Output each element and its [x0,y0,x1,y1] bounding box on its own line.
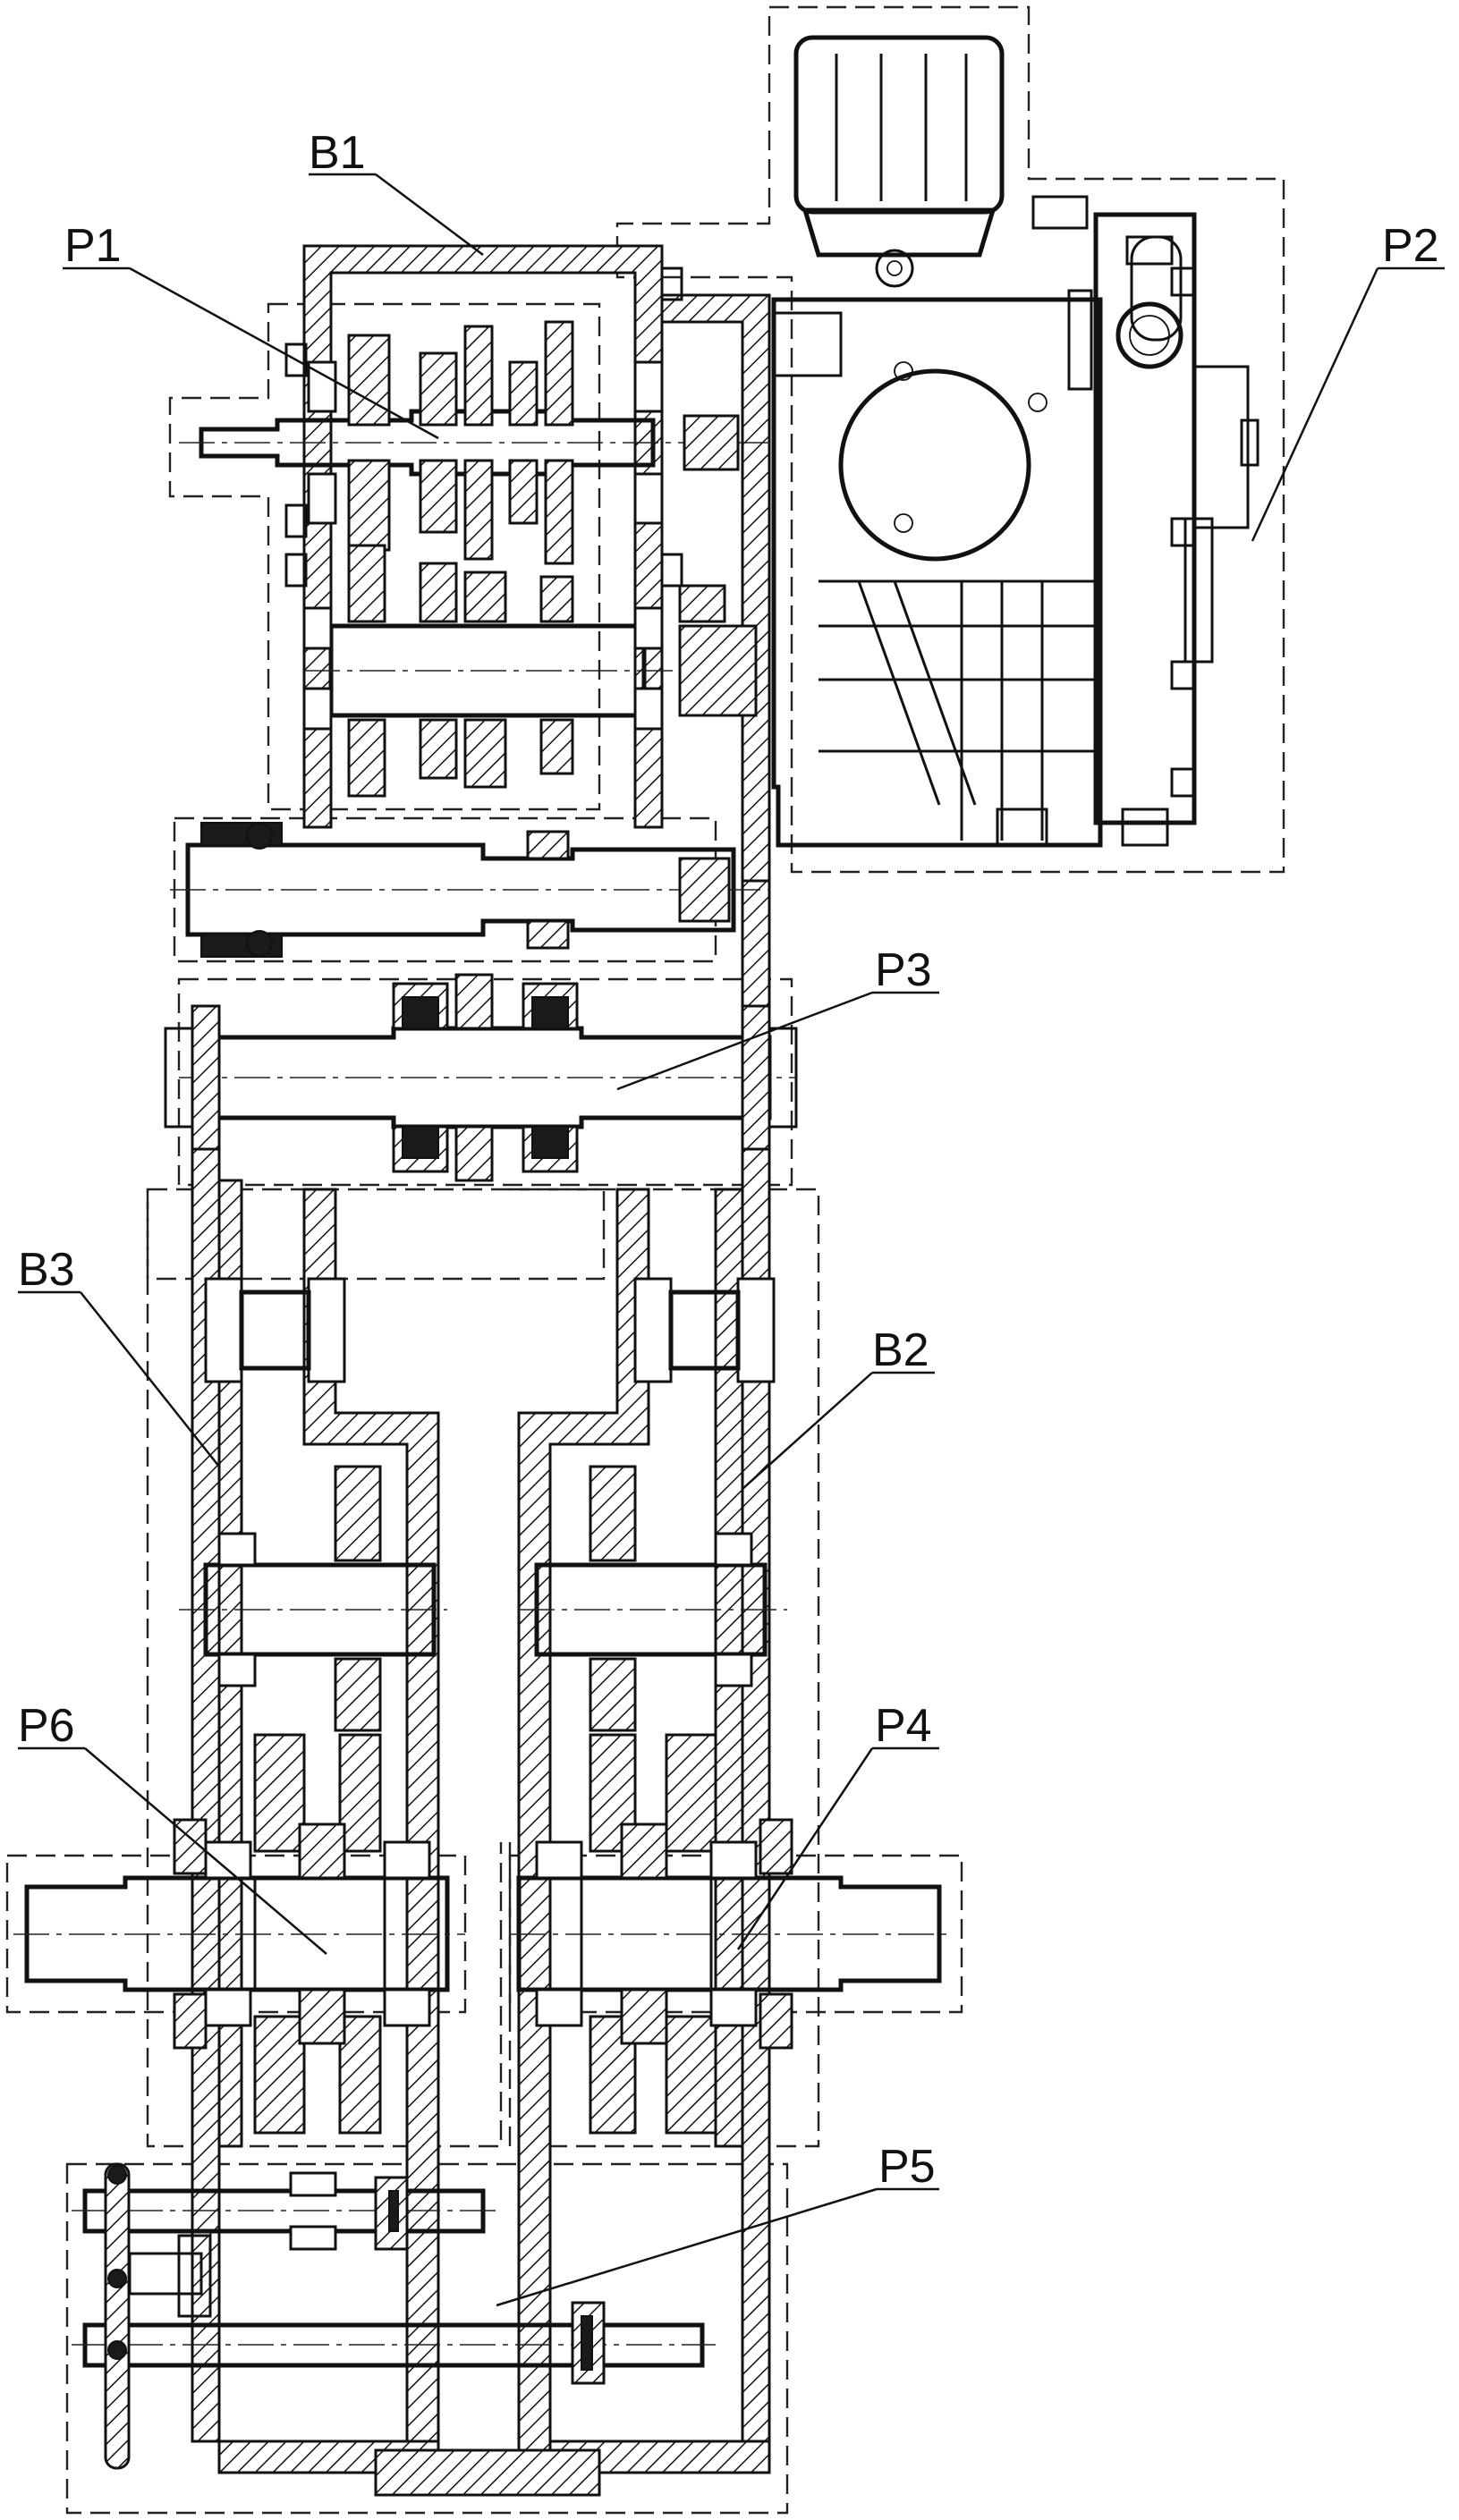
label-p3: P3 [875,944,932,996]
lower-shaft-b1 [170,823,769,957]
motor-p2 [774,38,1258,845]
label-b1: B1 [309,127,366,179]
label-p1: P1 [64,220,122,272]
label-p5: P5 [878,2141,936,2193]
label-p4: P4 [875,1700,932,1752]
intermediate-shaft [304,545,756,796]
crank-p5 [72,2164,716,2468]
label-b3: B3 [18,1244,75,1296]
label-p6: P6 [18,1700,75,1752]
label-p2: P2 [1382,220,1439,272]
label-b2: B2 [872,1324,929,1376]
shaft-p3 [165,975,796,1180]
shaft-p6 [13,1820,465,2048]
